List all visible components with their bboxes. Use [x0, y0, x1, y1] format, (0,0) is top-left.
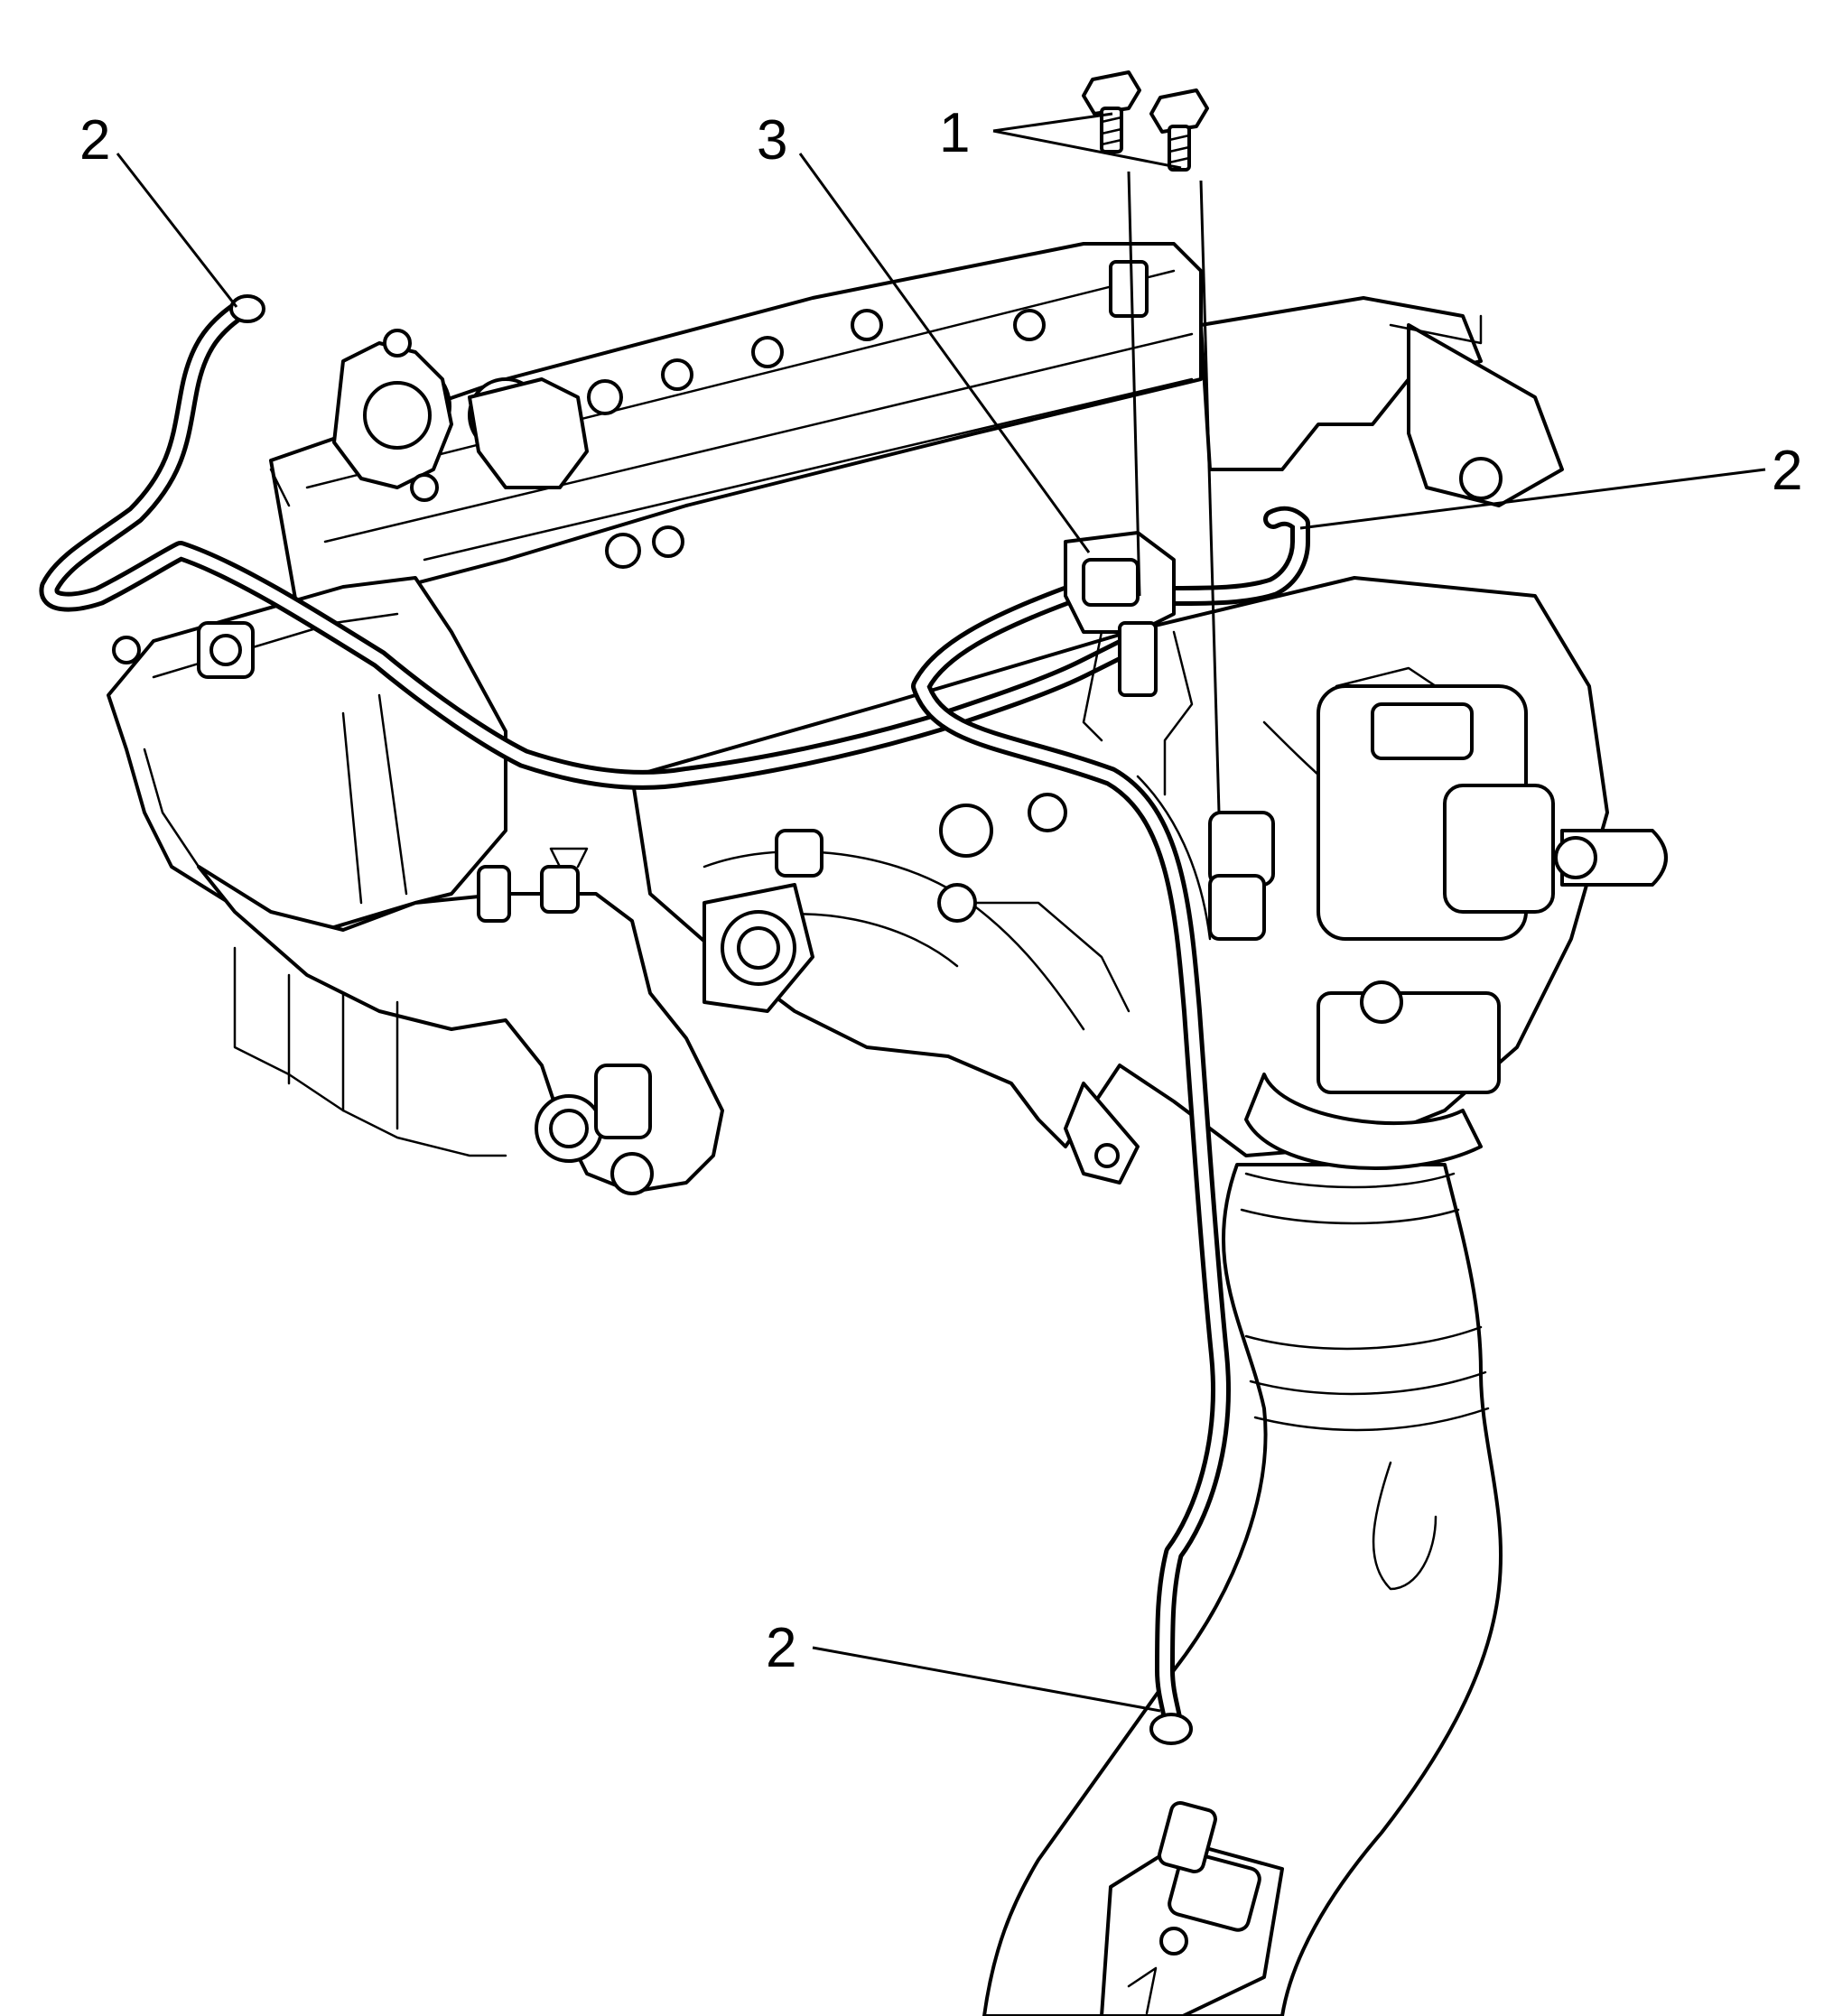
- callout-2-bottom: 2: [766, 1617, 796, 1679]
- pcv-bracket: [1064, 531, 1194, 796]
- intake-manifold: [630, 576, 1668, 1185]
- timing-cover: [107, 576, 724, 1195]
- callout-3: 3: [757, 109, 787, 172]
- bolt-left: [1082, 70, 1141, 153]
- leader-2-right: [1299, 468, 1766, 530]
- pcv-hose-down: [911, 586, 1231, 1745]
- leader-1-b: [992, 129, 1182, 170]
- bolt-right: [1149, 88, 1209, 172]
- cylinder-head-cover: [269, 242, 1564, 616]
- bolt-guide-line-left: [1127, 171, 1141, 597]
- leader-2-bottom: [812, 1646, 1161, 1713]
- leader-1-a: [992, 112, 1113, 133]
- bolt-guide-line-right: [1199, 180, 1221, 813]
- thermostat-housing: [702, 829, 823, 1013]
- exhaust-flange: [269, 329, 589, 507]
- leader-3: [798, 153, 1091, 553]
- air-intake-duct: [982, 1163, 1503, 2016]
- pcv-hose-right: [1164, 506, 1310, 606]
- callout-1: 1: [939, 102, 970, 164]
- leader-2-top-left: [116, 153, 238, 308]
- maf-sensor: [1100, 1800, 1284, 2016]
- callout-2-top-left: 2: [79, 109, 110, 172]
- callout-2-right: 2: [1772, 440, 1802, 502]
